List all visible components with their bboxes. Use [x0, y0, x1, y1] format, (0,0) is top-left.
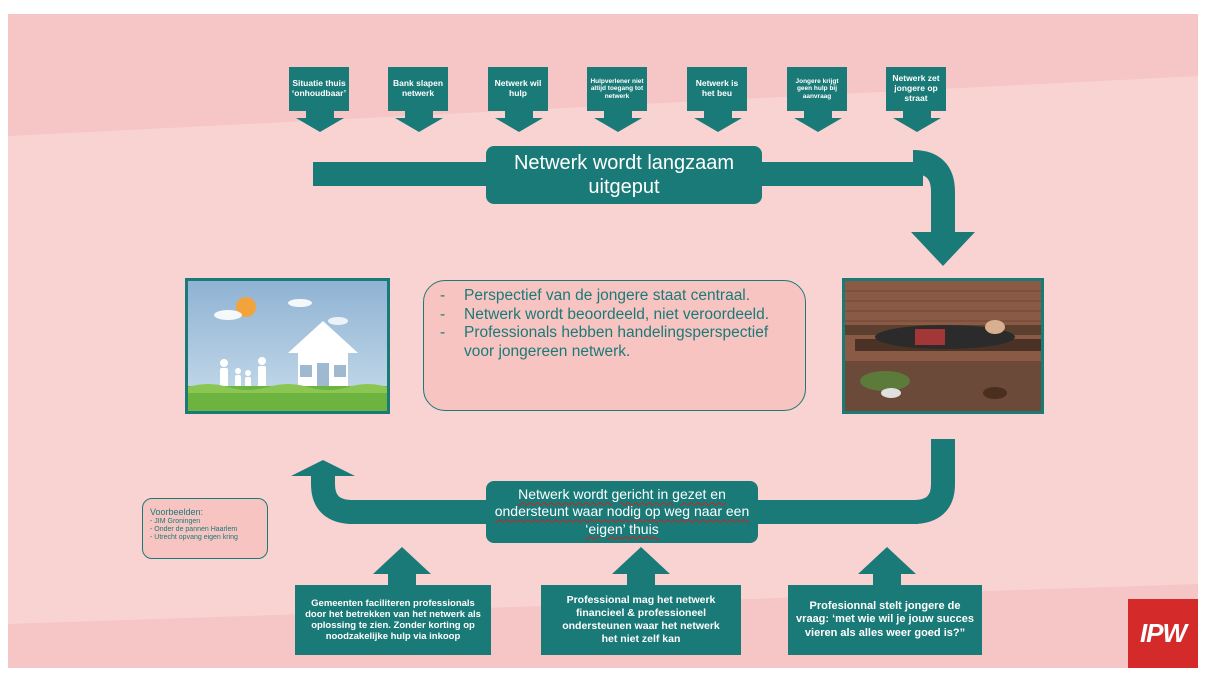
top-flow-text: Netwerk wordt langzaam uitgeput — [513, 152, 735, 198]
cause-label: Bank slapen netwerk — [392, 78, 444, 98]
cloud-icon — [214, 310, 242, 320]
shoe — [983, 387, 1007, 399]
homeless-youth-photo — [842, 278, 1044, 414]
cause-arrow-5 — [694, 111, 742, 132]
cause-label: Hulpverlener niet altijd toegang tot net… — [590, 77, 644, 100]
principle-item: Professionals hebben handelingsperspecti… — [434, 324, 795, 361]
cause-arrows — [296, 111, 941, 132]
family-icon — [220, 357, 266, 388]
bottom-flow-curve-left — [311, 476, 354, 524]
example-item: - Onder de pannen Haarlem — [150, 526, 238, 534]
bottom-flow-curve-right — [912, 439, 955, 524]
solution-box-2: Professional mag het netwerk financieel … — [541, 585, 741, 655]
principle-item: Perspectief van de jongere staat centraa… — [434, 287, 795, 306]
cause-label: Netwerk is het beu — [695, 78, 739, 98]
bottom-flow-label: Netwerk wordt gericht in gezet en onders… — [486, 481, 758, 543]
house-icon — [288, 321, 358, 386]
cause-label: Situatie thuis ‘onhoudbaar’ — [291, 78, 347, 98]
principles-box: Perspectief van de jongere staat centraa… — [423, 280, 806, 411]
ipw-logo-text: IPW — [1139, 618, 1187, 648]
top-flow-label: Netwerk wordt langzaam uitgeput — [486, 146, 762, 204]
cause-arrow-1 — [296, 111, 344, 132]
cause-label: Netwerk zet jongere op straat — [892, 73, 940, 103]
cause-box-2: Bank slapen netwerk — [388, 67, 448, 111]
cause-label: Jongere krijgt geen hulp bij aanvraag — [795, 77, 839, 100]
cloud-icon — [288, 299, 312, 307]
sun-icon — [236, 297, 256, 317]
solution-label: Gemeenten faciliteren professionals door… — [305, 597, 481, 643]
cause-box-4: Hulpverlener niet altijd toegang tot net… — [587, 67, 647, 111]
up-arrow-2-stem — [627, 573, 655, 585]
slide: Situatie thuis ‘onhoudbaar’ Bank slapen … — [8, 14, 1198, 668]
solution-label: Profesionnal stelt jongere de vraag: ‘me… — [796, 599, 974, 639]
cause-box-7: Netwerk zet jongere op straat — [886, 67, 946, 111]
up-arrow-3-stem — [873, 573, 901, 585]
homeless-youth-illustration — [845, 281, 1041, 411]
top-flow-curve — [912, 150, 955, 232]
examples-title: Voorbeelden: — [150, 507, 204, 517]
cause-box-6: Jongere krijgt geen hulp bij aanvraag — [787, 67, 847, 111]
cause-box-5: Netwerk is het beu — [687, 67, 747, 111]
cause-box-1: Situatie thuis ‘onhoudbaar’ — [289, 67, 349, 111]
up-arrow-2 — [612, 547, 670, 574]
cause-arrow-2 — [395, 111, 443, 132]
up-arrow-1 — [373, 547, 431, 574]
principles-list: Perspectief van de jongere staat centraa… — [434, 287, 795, 361]
family-house-illustration — [188, 281, 387, 411]
cause-arrow-3 — [495, 111, 543, 132]
examples-box: Voorbeelden: - JIM Groningen - Onder de … — [142, 498, 268, 559]
top-flow-arrowhead — [911, 232, 975, 266]
up-arrow-1-stem — [388, 573, 416, 585]
cause-box-3: Netwerk wil hulp — [488, 67, 548, 111]
cloud-icon — [328, 317, 348, 325]
cause-label: Netwerk wil hulp — [494, 78, 542, 98]
solution-box-3: Profesionnal stelt jongere de vraag: ‘me… — [788, 585, 982, 655]
up-arrow-3 — [858, 547, 916, 574]
cause-arrow-7 — [893, 111, 941, 132]
solution-label: Professional mag het netwerk financieel … — [562, 594, 720, 645]
example-item: - Utrecht opvang eigen kring — [150, 534, 238, 542]
example-item: - JIM Groningen — [150, 518, 201, 526]
weeds — [860, 371, 910, 391]
ipw-logo: IPW — [1128, 599, 1198, 668]
principle-item: Netwerk wordt beoordeeld, niet veroordee… — [434, 306, 795, 325]
solution-box-1: Gemeenten faciliteren professionals door… — [295, 585, 491, 655]
family-house-image — [185, 278, 390, 414]
cause-arrow-6 — [794, 111, 842, 132]
bottom-flow-arrowhead — [291, 460, 355, 476]
bottom-flow-text: Netwerk wordt gericht in gezet en onders… — [494, 486, 750, 537]
cause-arrow-4 — [594, 111, 642, 132]
